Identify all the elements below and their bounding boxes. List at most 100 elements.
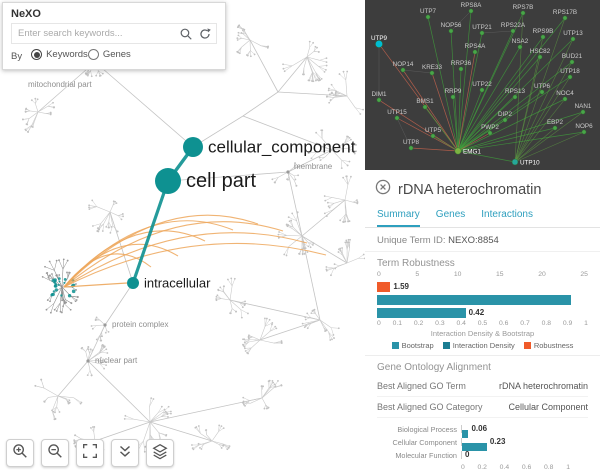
term-label-membrane[interactable]: membrane [294, 162, 333, 171]
gene-label-UTP22: UTP22 [472, 81, 492, 88]
gene-node-UTP15[interactable] [394, 115, 400, 121]
close-icon[interactable] [375, 179, 391, 200]
highlight-edge-orange [63, 243, 179, 288]
gene-node-NOP14[interactable] [400, 67, 406, 73]
gene-label-PWP2: PWP2 [481, 124, 499, 131]
reset-search-icon[interactable] [197, 26, 212, 41]
gene-node-UTP6[interactable] [539, 89, 545, 95]
term-label-nuclear-part[interactable]: nuclear part [95, 356, 138, 365]
gene-node-RRP9[interactable] [450, 94, 456, 100]
network-edge [402, 69, 459, 152]
gene-node-RPS22A[interactable] [510, 28, 516, 34]
gene-label-RPS8A: RPS8A [461, 2, 482, 9]
gene-label-RPS17B: RPS17B [553, 9, 577, 16]
highlight-edge-orange [63, 232, 308, 288]
gene-node-UTP18[interactable] [567, 74, 573, 80]
gene-node-NOP6[interactable] [581, 129, 587, 135]
highlight-edge-orange [63, 221, 284, 288]
gene-node-UTP7[interactable] [425, 14, 431, 20]
network-edge [457, 119, 506, 152]
gene-node-RPS8A[interactable] [468, 8, 474, 14]
gene-node-RRP36[interactable] [458, 66, 464, 72]
gene-label-DIP2: DIP2 [498, 111, 512, 118]
gene-label-UTP8: UTP8 [403, 139, 420, 146]
network-edge [457, 10, 472, 152]
network-edge [514, 38, 574, 163]
fit-to-screen-button[interactable] [76, 439, 104, 467]
gene-node-EMG1[interactable] [454, 147, 462, 155]
gene-label-UTP21: UTP21 [472, 24, 492, 31]
gene-node-PWP2[interactable] [487, 130, 493, 136]
zoom-in-button[interactable] [6, 439, 34, 467]
tab-summary[interactable]: Summary [377, 206, 420, 227]
gene-node-RPS13[interactable] [512, 94, 518, 100]
layers-button[interactable] [146, 439, 174, 467]
gene-node-UTP22[interactable] [479, 87, 485, 93]
gene-node-DIP2[interactable] [502, 117, 508, 123]
search-icon[interactable] [178, 26, 193, 41]
network-edge [427, 16, 459, 152]
gene-node-HSC82[interactable] [537, 54, 543, 60]
gene-node-BUD21[interactable] [569, 59, 575, 65]
expand-all-button[interactable] [111, 439, 139, 467]
gene-node-NOP56[interactable] [448, 28, 454, 34]
term-node-cell-part[interactable] [155, 168, 181, 194]
gene-node-RPS4A[interactable] [472, 49, 478, 55]
gene-node-UTP13[interactable] [570, 36, 576, 42]
radio-keywords[interactable]: Keywords [31, 49, 88, 60]
gene-node-RPS9B[interactable] [540, 34, 546, 40]
gene-label-UTP18: UTP18 [560, 68, 580, 75]
term-node-intracellular[interactable] [127, 277, 139, 289]
network-edge [452, 96, 459, 152]
expand-all-icon [116, 442, 134, 465]
gene-node-NOC4[interactable] [562, 96, 568, 102]
network-edge [450, 30, 459, 152]
gene-label-UTP10: UTP10 [520, 160, 540, 167]
tab-genes[interactable]: Genes [435, 209, 466, 220]
gene-node-BMS1[interactable] [422, 104, 428, 110]
network-edge [457, 51, 476, 152]
gene-node-RPS17B[interactable] [562, 15, 568, 21]
viz-toolbar [6, 439, 174, 467]
zoom-out-button[interactable] [41, 439, 69, 467]
gene-node-DIM1[interactable] [376, 97, 382, 103]
network-edge [514, 12, 524, 163]
term-node-cellular_component[interactable] [183, 137, 203, 157]
gene-node-EBP2[interactable] [552, 125, 558, 131]
legend-bootstrap: Bootstrap [391, 341, 434, 350]
gene-label-HSC82: HSC82 [530, 48, 551, 55]
gene-node-UTP5[interactable] [430, 133, 436, 139]
network-edge [514, 17, 566, 163]
network-edge [457, 111, 584, 152]
gene-label-NOP14: NOP14 [393, 61, 414, 68]
tab-interactions[interactable]: Interactions [481, 209, 533, 220]
gene-node-NAN1[interactable] [580, 109, 586, 115]
search-input[interactable] [16, 27, 174, 40]
term-label-mitochondrial-part[interactable]: mitochondrial part [28, 80, 92, 89]
network-edge [457, 89, 483, 152]
network-edge [424, 106, 459, 152]
gene-node-UTP21[interactable] [479, 30, 485, 36]
term-label-protein-complex[interactable]: protein complex [112, 320, 168, 329]
gene-node-KRE33[interactable] [429, 70, 435, 76]
network-edge [457, 132, 491, 152]
gene-node-RPS7B[interactable] [520, 10, 526, 16]
gene-node-UTP10[interactable] [511, 158, 519, 166]
gene-node-UTP9[interactable] [375, 40, 383, 48]
gene-node-NSA2[interactable] [517, 44, 523, 50]
gene-node-UTP8[interactable] [408, 145, 414, 151]
radio-genes[interactable]: Genes [87, 49, 131, 60]
robustness-axis-label: Interaction Density & Bootstrap [430, 328, 535, 338]
